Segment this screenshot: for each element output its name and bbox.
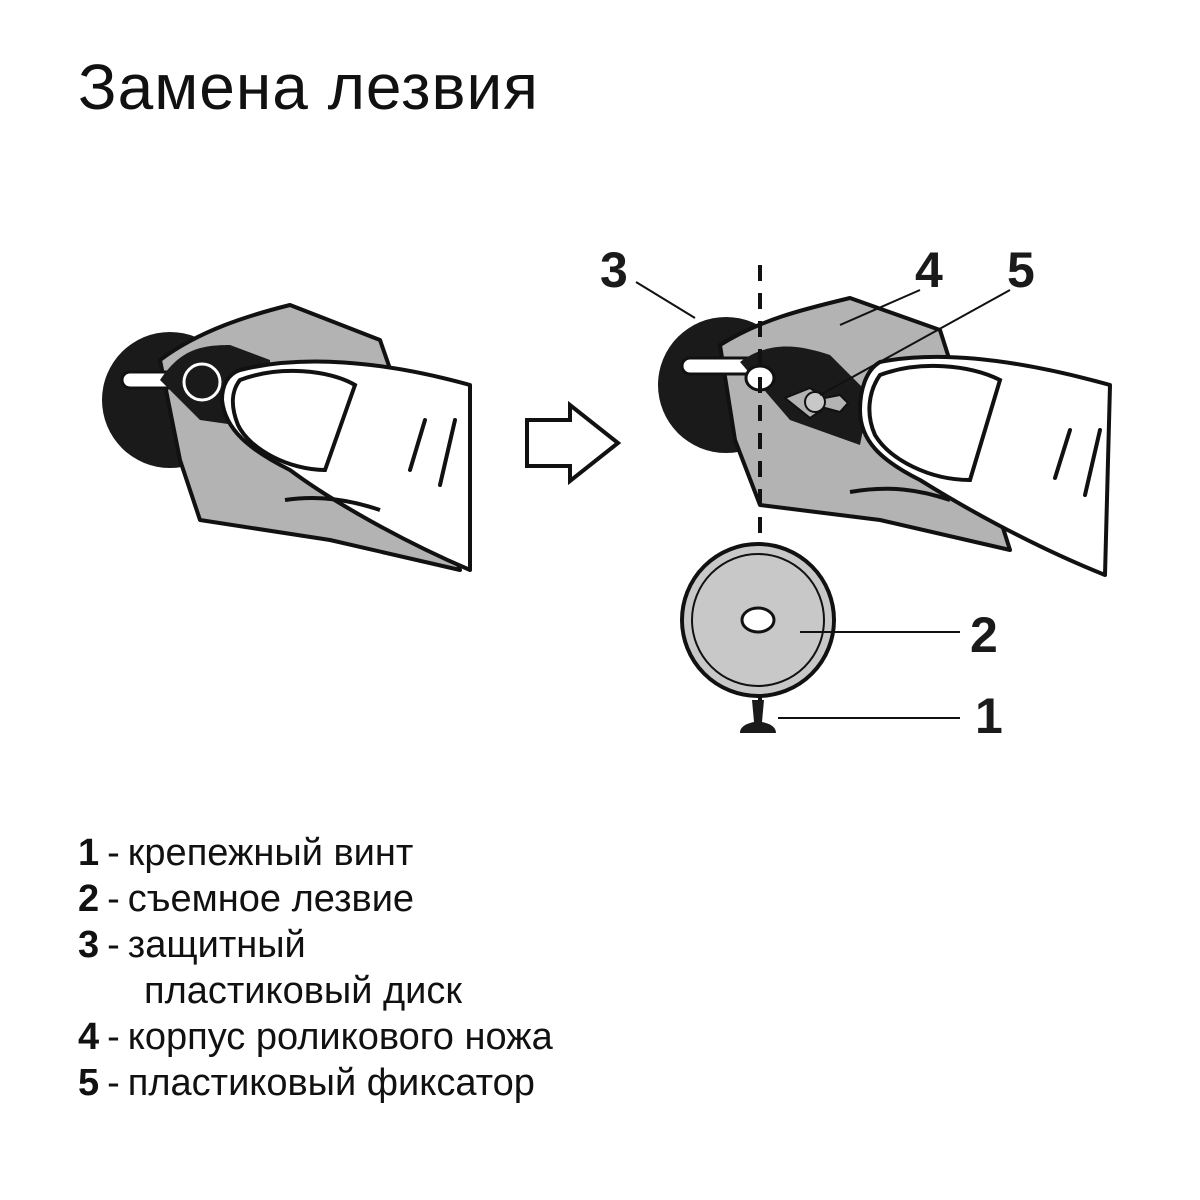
legend-item-2: 2-съемное лезвие <box>78 876 553 922</box>
legend-separator: - <box>107 832 120 874</box>
exploded-cutter: 3 4 5 2 1 <box>600 242 1112 744</box>
legend-text: пластиковый фиксатор <box>127 1062 535 1104</box>
parts-legend: 1-крепежный винт 2-съемное лезвие 3-защи… <box>78 830 553 1106</box>
finger-line-2-left <box>438 418 457 487</box>
legend-separator: - <box>107 924 120 966</box>
legend-item-1: 1-крепежный винт <box>78 830 553 876</box>
blade-slot-right <box>849 486 951 502</box>
blade-edge-ring <box>691 553 825 687</box>
finger-line-1-left <box>408 418 427 472</box>
legend-text: корпус роликового ножа <box>127 1016 553 1058</box>
assembled-cutter <box>102 303 472 572</box>
leader-5 <box>819 289 1011 396</box>
legend-item-4: 4-корпус роликового ножа <box>78 1014 553 1060</box>
finger-line-2-right <box>1083 428 1102 497</box>
fingernail-left <box>231 368 358 473</box>
legend-number: 4 <box>78 1016 100 1058</box>
callout-2: 2 <box>970 607 998 663</box>
retainer-knob <box>804 391 826 413</box>
legend-number: 5 <box>78 1062 100 1104</box>
screw-head-left <box>182 362 222 402</box>
blade-slot-left <box>284 496 381 512</box>
legend-text: крепежный винт <box>127 832 414 874</box>
legend-separator: - <box>107 1016 120 1058</box>
callout-5: 5 <box>1007 242 1035 298</box>
legend-item-3-continuation: пластиковый диск <box>144 970 463 1012</box>
callout-3: 3 <box>600 242 628 298</box>
blade-center-hole <box>740 606 776 634</box>
legend-item-5: 5-пластиковый фиксатор <box>78 1060 553 1106</box>
arrow-icon <box>525 400 622 486</box>
leader-3 <box>635 281 696 319</box>
leader-4 <box>839 289 921 326</box>
legend-number: 1 <box>78 832 100 874</box>
legend-separator: - <box>107 878 120 920</box>
legend-text: съемное лезвие <box>127 878 415 920</box>
callout-1: 1 <box>975 688 1003 744</box>
mounting-screw <box>740 700 776 733</box>
legend-text: защитный <box>127 924 306 966</box>
legend-item-3: 3-защитный <box>78 922 553 968</box>
legend-number: 2 <box>78 878 100 920</box>
callout-4: 4 <box>915 242 943 298</box>
fingernail-right <box>867 363 1003 483</box>
legend-separator: - <box>107 1062 120 1104</box>
legend-number: 3 <box>78 924 100 966</box>
page-title: Замена лезвия <box>78 51 539 123</box>
finger-line-1-right <box>1053 428 1072 480</box>
